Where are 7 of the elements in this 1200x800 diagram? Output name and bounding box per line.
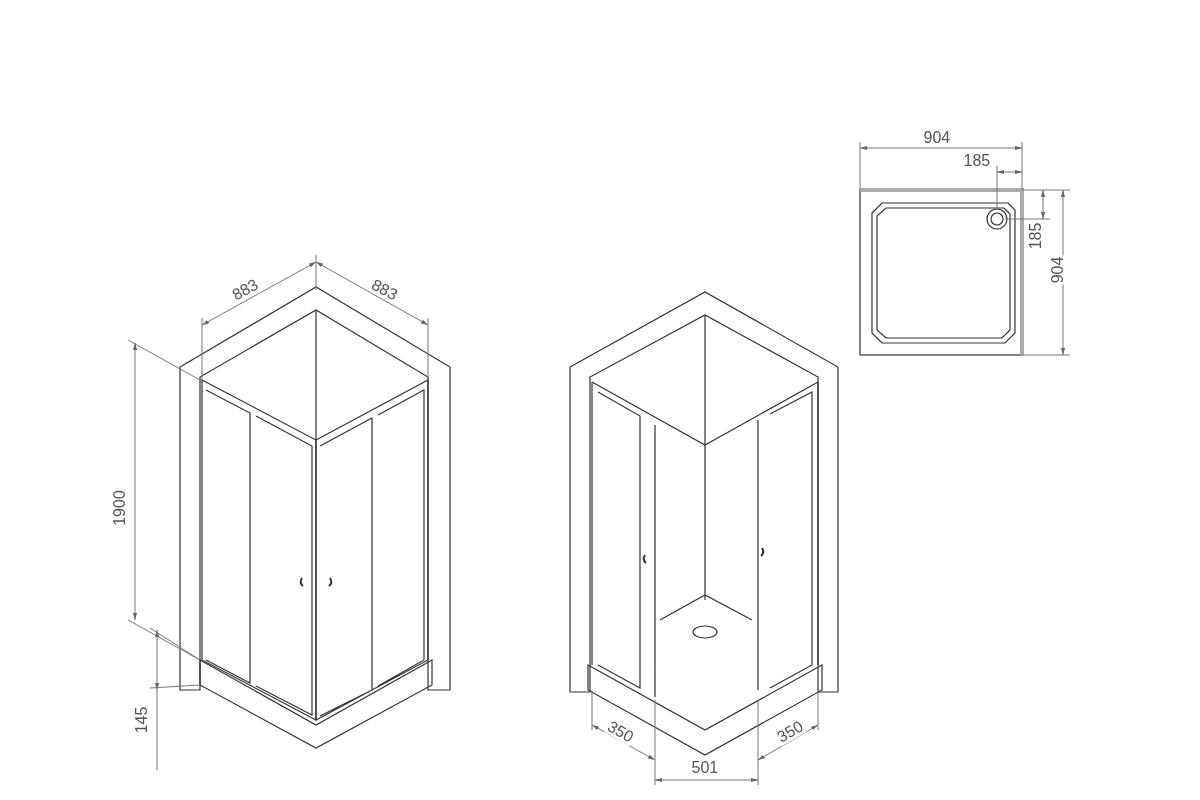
dimension-label: 145: [133, 705, 150, 735]
dimension-label: 904: [922, 130, 952, 146]
dimension-label: 185: [962, 153, 992, 169]
dimension-label: 185: [1027, 221, 1044, 251]
dimension-label: 501: [690, 760, 720, 776]
dimension-label: 1900: [111, 489, 128, 527]
dimension-label: 904: [1049, 255, 1066, 285]
